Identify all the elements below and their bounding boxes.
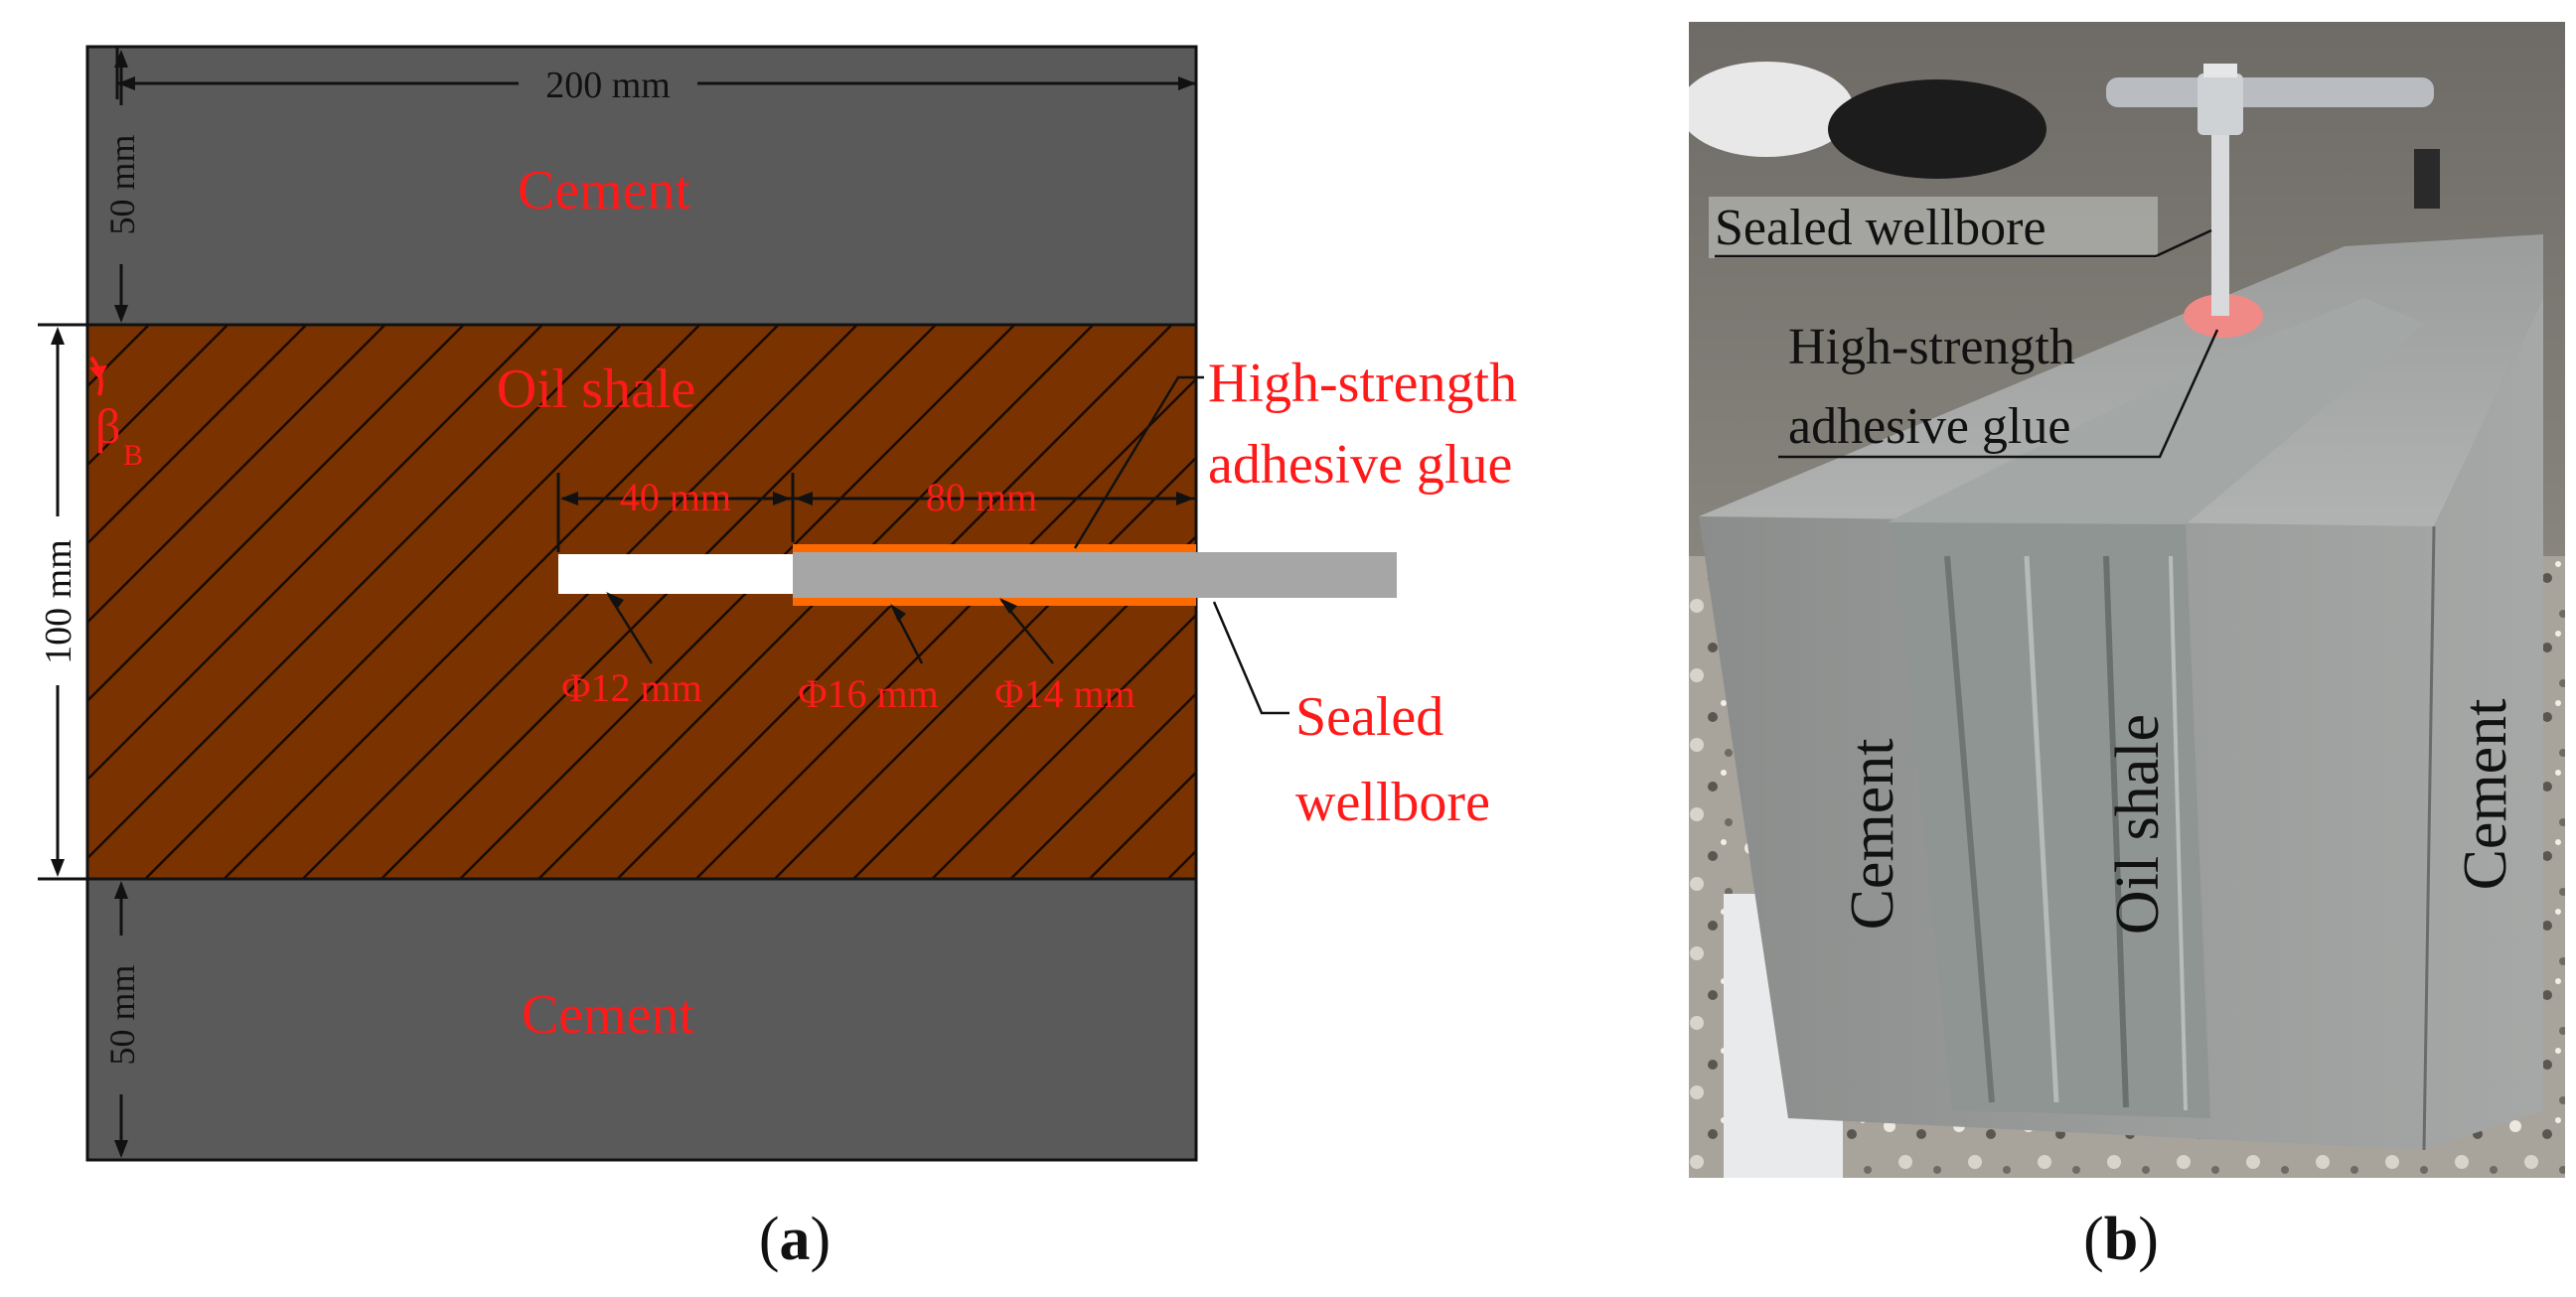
dim-open-hole-length: 40 mm <box>620 475 731 519</box>
tube-dia-arrow <box>999 598 1017 614</box>
top-cement-arrow-down <box>114 305 128 323</box>
width-arrow-left <box>117 76 135 90</box>
wellbore-fitting-icon <box>2197 73 2243 135</box>
width-label-bg <box>519 60 697 107</box>
glue-callout-leader <box>1073 375 1204 549</box>
top-cement-label-bg <box>99 105 143 264</box>
length-arrow-left <box>560 492 578 505</box>
shale-arrow-down <box>51 859 65 877</box>
photo-label-sealed-wellbore: Sealed wellbore <box>1715 200 2046 256</box>
stool-base-icon <box>2106 77 2434 107</box>
photo-label-glue-line1: High-strength <box>1788 319 2075 375</box>
photo-wellbore-leader <box>1715 228 2212 258</box>
open-hole-section <box>558 554 793 594</box>
dim-width-label: 200 mm <box>545 65 671 106</box>
oil-shale-band-top <box>1888 298 2424 524</box>
shale-label-bg <box>36 516 79 685</box>
bedding-stripe-3 <box>2103 555 2129 1108</box>
panel-b-photo: Sealed wellbore High-strength adhesive g… <box>1689 22 2565 1273</box>
panel-a-schematic: 200 mm 50 mm 100 mm 50 mm Cement Oil sha… <box>36 45 1517 1273</box>
photo-label-glue-line2: adhesive glue <box>1788 398 2070 455</box>
shoe-left-icon <box>1689 62 1854 157</box>
top-cement-arrow-up <box>114 50 128 68</box>
shoe-right-icon <box>1828 79 2046 179</box>
bedding-stripe-1 <box>1944 555 1995 1103</box>
photo-label-cement-left: Cement <box>1839 739 1906 931</box>
bedding-stripe-2 <box>2024 555 2059 1103</box>
shale-arrow-up <box>51 327 65 345</box>
callout-wellbore-line1: Sealed <box>1295 686 1443 748</box>
callout-glue-line1: High-strength <box>1208 353 1517 414</box>
dim-shale-label: 100 mm <box>38 539 79 664</box>
length-arrow-mid-left <box>773 492 791 505</box>
angle-subscript: B <box>123 439 143 472</box>
bedding-stripe-4 <box>2169 555 2188 1111</box>
label-cement-top: Cement <box>518 160 691 221</box>
wellbore-fitting-cap-icon <box>2203 64 2237 77</box>
callout-wellbore-line2: wellbore <box>1295 772 1490 833</box>
dim-sealed-length: 80 mm <box>926 475 1037 519</box>
wellbore-callout-leader <box>1212 601 1289 715</box>
label-cement-bottom: Cement <box>522 984 695 1046</box>
callout-glue-line2: adhesive glue <box>1208 434 1512 496</box>
open-hole-dia-leader <box>606 593 654 664</box>
oil-shale-band <box>1893 522 2210 1118</box>
dia-tube: Φ14 mm <box>994 671 1135 716</box>
label-oil-shale: Oil shale <box>497 359 696 420</box>
dim-top-cement-label: 50 mm <box>102 134 142 234</box>
sealed-wellbore-tube <box>793 552 1397 598</box>
block-edge-line <box>2422 525 2436 1151</box>
panel-a-caption: (a) <box>759 1206 831 1273</box>
bottom-cement-arrow-up <box>114 881 128 899</box>
photo-label-wellbore-bg <box>1709 197 2158 258</box>
sealed-wellbore-tube-icon <box>2211 129 2229 316</box>
photo-label-cement-right: Cement <box>2452 699 2519 891</box>
dia-glue: Φ16 mm <box>798 671 938 716</box>
angle-symbol: β <box>95 398 120 454</box>
photo-label-oil-shale: Oil shale <box>2104 714 2172 935</box>
bottom-cement-label-bg <box>99 936 143 1094</box>
bottom-cement-arrow-down <box>114 1140 128 1158</box>
cement-layer-bottom <box>85 877 1198 1162</box>
bedding-angle-marker <box>89 365 107 379</box>
dim-bottom-cement-label: 50 mm <box>102 964 142 1065</box>
length-arrow-mid-right <box>795 492 813 505</box>
glue-dia-arrow <box>890 604 906 622</box>
open-hole-dia-arrow <box>606 592 624 608</box>
stool-leg-icon <box>2414 149 2440 209</box>
width-arrow-right <box>1178 76 1196 90</box>
photo-glue-leader <box>1778 329 2219 459</box>
dia-open-hole: Φ12 mm <box>561 665 701 710</box>
panel-b-caption: (b) <box>2083 1206 2159 1273</box>
